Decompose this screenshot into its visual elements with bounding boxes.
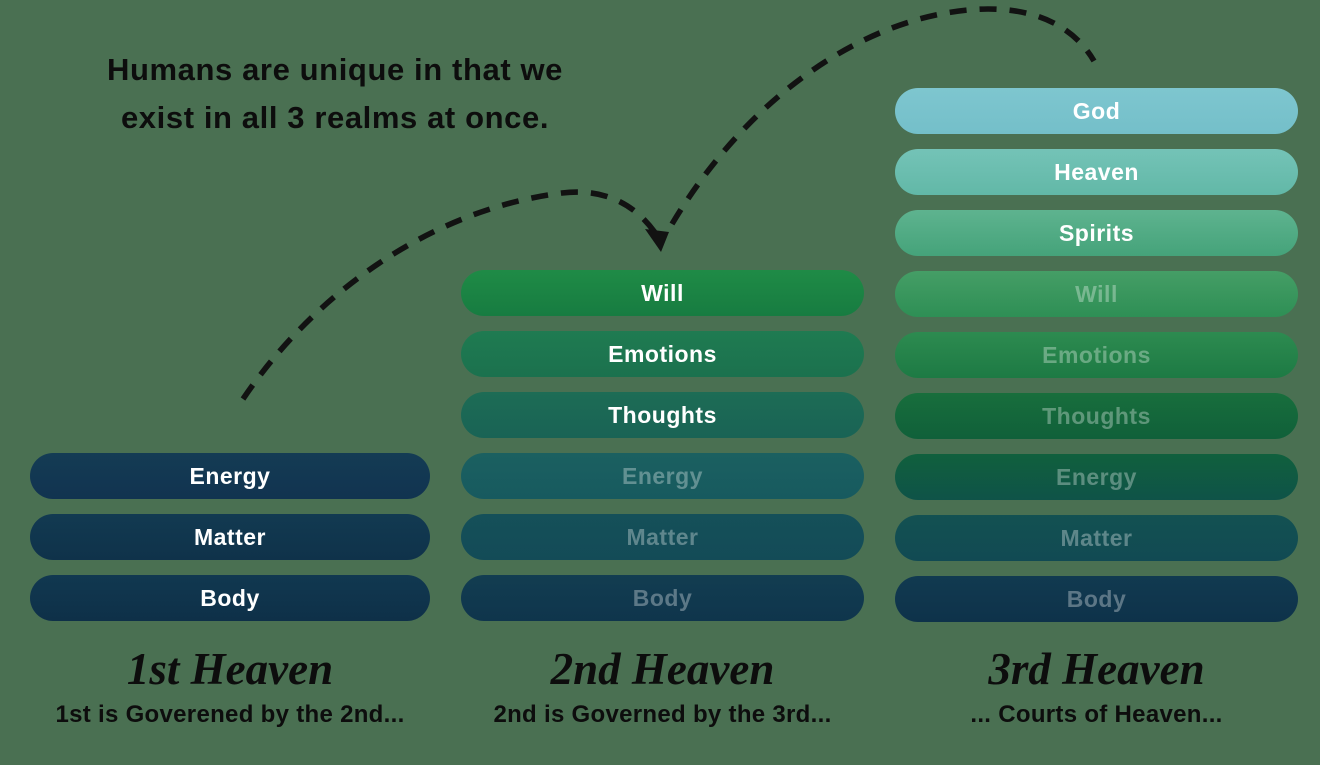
pill-god: God	[895, 88, 1298, 134]
pill-will: Will	[461, 270, 864, 316]
pill-energy: Energy	[895, 454, 1298, 500]
caption-subtitle: 1st is Goverened by the 2nd...	[55, 701, 405, 728]
headline-line-1: Humans are unique in that we	[106, 52, 564, 87]
pill-emotions: Emotions	[895, 332, 1298, 378]
pill-body: Body	[461, 575, 864, 621]
caption-subtitle: 2nd is Governed by the 3rd...	[493, 701, 832, 728]
column-3rd-heaven: God Heaven Spirits Will Emotions Thought…	[895, 88, 1298, 622]
column-1st-heaven: Energy Matter Body	[30, 453, 430, 621]
pill-spirits: Spirits	[895, 210, 1298, 256]
caption-2nd-heaven: 2nd Heaven 2nd is Governed by the 3rd...	[461, 644, 864, 729]
caption-3rd-heaven: 3rd Heaven ... Courts of Heaven...	[895, 644, 1298, 729]
pill-matter: Matter	[461, 514, 864, 560]
pill-matter: Matter	[30, 514, 430, 560]
caption-title: 3rd Heaven	[988, 644, 1205, 694]
column-2nd-heaven: Will Emotions Thoughts Energy Matter Bod…	[461, 270, 864, 621]
caption-title: 1st Heaven	[126, 644, 334, 694]
pill-emotions: Emotions	[461, 331, 864, 377]
pill-body: Body	[895, 576, 1298, 622]
arrow-head-icon	[645, 229, 669, 252]
pill-body: Body	[30, 575, 430, 621]
pill-energy: Energy	[30, 453, 430, 499]
pill-thoughts: Thoughts	[895, 393, 1298, 439]
headline: Humans are unique in that we exist in al…	[35, 46, 635, 142]
pill-energy: Energy	[461, 453, 864, 499]
headline-line-2: exist in all 3 realms at once.	[120, 100, 550, 135]
pill-thoughts: Thoughts	[461, 392, 864, 438]
pill-matter: Matter	[895, 515, 1298, 561]
pill-will: Will	[895, 271, 1298, 317]
caption-1st-heaven: 1st Heaven 1st is Goverened by the 2nd..…	[30, 644, 430, 729]
caption-subtitle: ... Courts of Heaven...	[970, 701, 1223, 728]
pill-heaven: Heaven	[895, 149, 1298, 195]
caption-title: 2nd Heaven	[550, 644, 775, 694]
